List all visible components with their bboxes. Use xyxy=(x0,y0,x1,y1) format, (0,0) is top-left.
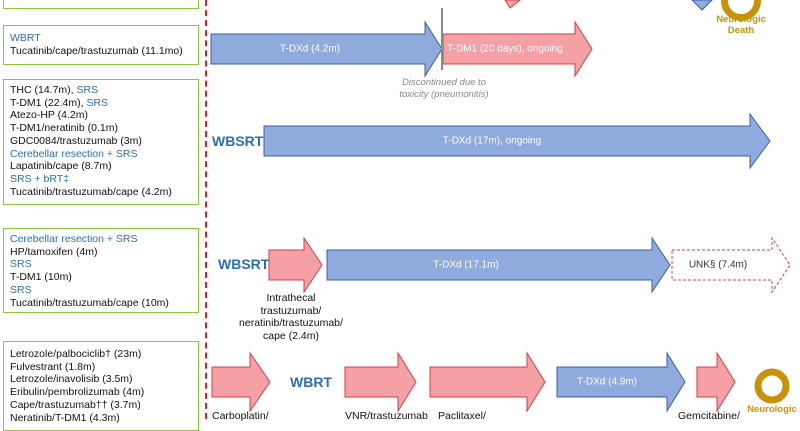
row3-tdxd-label: T-DXd (17m), ongoing xyxy=(442,135,542,147)
box3-line-0: Cerebellar resection + SRS xyxy=(10,233,138,245)
row2-tdm1-arrow xyxy=(442,20,593,78)
row5-carboplatin-label: Carboplatin/ xyxy=(212,410,269,422)
top-pink-arrow-tip xyxy=(504,0,521,9)
row5-tdxd-label: T-DXd (4.9m) xyxy=(576,376,638,388)
row5-pink-arrow-1 xyxy=(211,351,271,413)
row4-tdxd-label: T-DXd (17.1m) xyxy=(433,259,499,271)
box4-line-2: Letrozole/inavolisib (3.5m) xyxy=(10,373,133,386)
row2-tdm1-label: T-DM1 (20 days), ongoing xyxy=(447,43,563,55)
neuro-death-circle-bottom xyxy=(754,368,790,404)
row3-tdxd-arrow xyxy=(263,112,771,170)
box4-line-5: Neratinib/T-DM1 (4.3m) xyxy=(10,411,120,424)
box1-line-1: Tucatinib/cape/trastuzumab (11.1mo) xyxy=(10,44,183,57)
box4-line-1: Fulvestrant (1.8m) xyxy=(10,360,96,373)
box3-line-3: T-DM1 (10m) xyxy=(10,271,72,284)
row2-tdxd-arrow xyxy=(210,20,443,78)
box2-line-6: Lapatinib/cape (8.7m) xyxy=(10,160,112,173)
row4-tdxd-arrow xyxy=(326,236,671,294)
box2-line-2: Atezo-HP (4.2m) xyxy=(10,109,88,122)
box3-line-4: SRS xyxy=(10,283,32,296)
neuro-death-label-top: Neurologic Death xyxy=(716,14,766,36)
timeline-divider xyxy=(205,0,207,419)
box4-line-3: Eribulin/pembrolizumab (4m) xyxy=(10,386,145,399)
row4-intrathecal-label: Intrathecal trastuzumab/ neratinib/trast… xyxy=(239,292,343,342)
box3-line-1: HP/tamoxifen (4m) xyxy=(10,245,98,258)
treatment-box-3: Cerebellar resection + SRS HP/tamoxifen … xyxy=(3,228,199,313)
box2-line-7: SRS + bRT‡ xyxy=(10,172,70,185)
row4-unk-arrow xyxy=(671,236,791,294)
row5-paclitaxel-label: Paclitaxel/ xyxy=(438,410,486,422)
row3-wbsrt-label: WBSRT xyxy=(212,133,264,149)
row5-wbrt-label: WBRT xyxy=(290,374,332,390)
neuro-death-label-bottom: Neurologic xyxy=(747,404,797,415)
row5-pink-arrow-3 xyxy=(429,351,546,413)
box2-line-4: GDC0084/trastuzumab (3m) xyxy=(10,134,142,147)
treatment-box-1: WBRT Tucatinib/cape/trastuzumab (11.1mo) xyxy=(3,25,199,65)
top-blue-arrow-tip xyxy=(691,0,713,11)
row5-gemcitabine-label: Gemcitabine/ xyxy=(678,410,740,422)
box2-line-5: Cerebellar resection + SRS xyxy=(10,147,138,160)
row5-vnr-label: VNR/trastuzumab xyxy=(345,410,428,422)
row4-wbsrt-label: WBSRT xyxy=(218,256,270,272)
box3-line-5: Tucatinib/trastuzumab/cape (10m) xyxy=(10,296,169,309)
row4-pink-arrow xyxy=(268,236,323,294)
box4-line-4: Cape/trastuzumab†† (3.7m) xyxy=(10,398,141,411)
treatment-box-0 xyxy=(3,0,199,9)
box2-line-0: THC (14.7m), SRS xyxy=(10,84,99,96)
box3-line-2: SRS xyxy=(10,258,32,271)
box2-line-8: Tucatinib/trastuzumab/cape (4.2m) xyxy=(10,185,172,198)
row4-unk-label: UNK§ (7.4m) xyxy=(688,259,748,271)
arrows-layer xyxy=(210,0,791,413)
treatment-box-4: Letrozole/palbociclib† (23m) Fulvestrant… xyxy=(3,341,199,431)
box4-line-0: Letrozole/palbociclib† (23m) xyxy=(10,348,142,360)
treatment-box-2: THC (14.7m), SRS T-DM1 (22.4m), SRS Atez… xyxy=(3,79,199,205)
row5-tdxd-arrow xyxy=(556,351,686,413)
row2-tdxd-label: T-DXd (4.2m) xyxy=(279,43,341,55)
row2-discontinued-note: Discontinued due to toxicity (pneumoniti… xyxy=(399,77,489,100)
box1-line-0: WBRT xyxy=(10,32,41,44)
row5-pink-arrow-4 xyxy=(696,351,736,413)
neuro-death-circle-top xyxy=(721,0,761,21)
box2-line-3: T-DM1/neratinib (0.1m) xyxy=(10,122,118,135)
box2-line-1: T-DM1 (22.4m), SRS xyxy=(10,96,109,109)
row5-pink-arrow-2 xyxy=(344,351,417,413)
